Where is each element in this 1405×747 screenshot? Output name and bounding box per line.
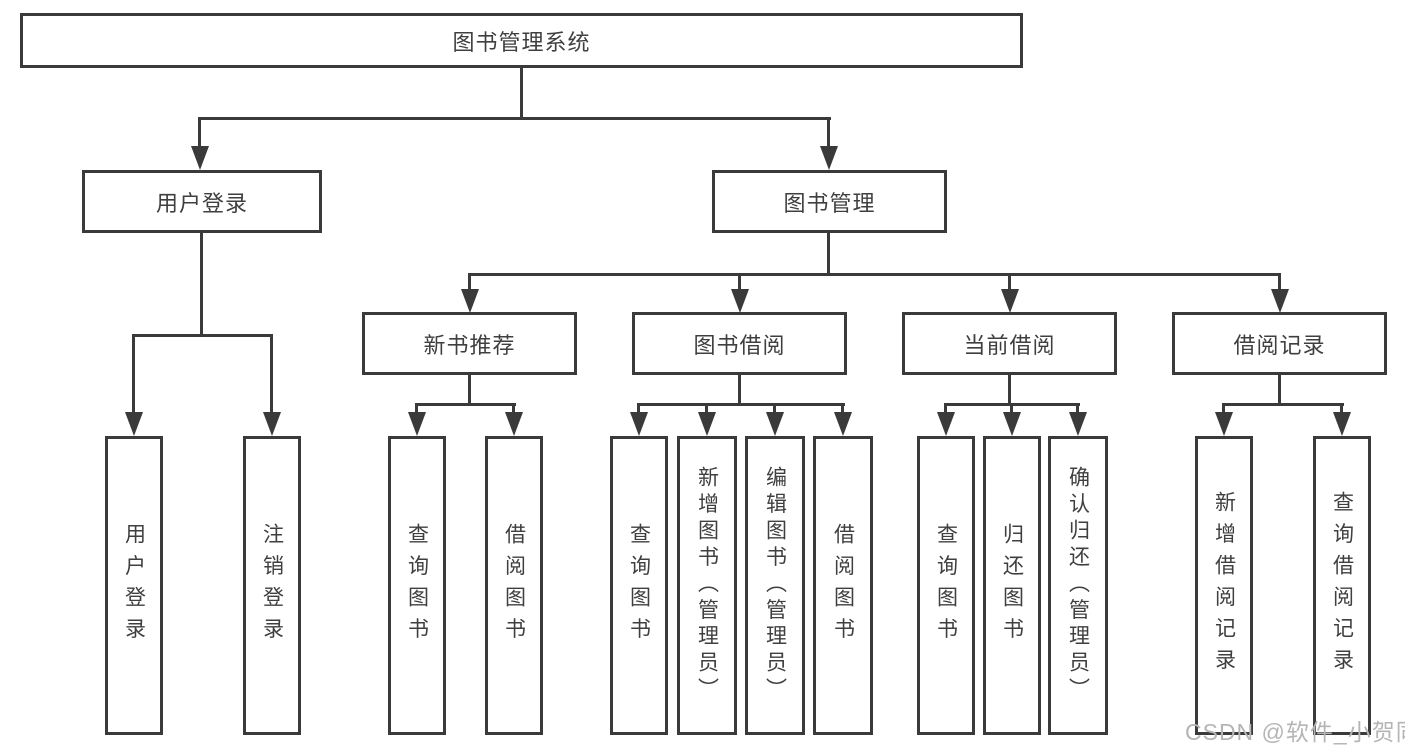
connector-line: [415, 403, 516, 406]
watermark: CSDN @软件_小贺同学: [1185, 719, 1405, 745]
node-current-borrow-label: 当前借阅: [963, 332, 1056, 358]
connector-line: [468, 273, 1281, 276]
leaf-borrow-book-recommend-label: 借阅图书: [502, 522, 526, 649]
leaf-query-borrow-record-label: 查询借阅记录: [1330, 491, 1354, 680]
connector-line: [827, 117, 830, 150]
connector-line: [827, 231, 830, 276]
arrowhead: [1069, 412, 1087, 436]
connector-line: [270, 334, 273, 416]
arrowhead: [937, 412, 955, 436]
leaf-query-book-recommend-label: 查询图书: [405, 522, 429, 649]
leaf-add-borrow-record: 新增借阅记录: [1195, 436, 1253, 735]
node-user-login-label: 用户登录: [155, 190, 248, 216]
connector-line: [468, 273, 471, 293]
node-book-borrow-label: 图书借阅: [693, 332, 786, 358]
leaf-confirm-return-admin: 确认归还（管理员）: [1048, 436, 1108, 735]
node-user-login: 用户登录: [82, 170, 322, 233]
connector-line: [1222, 403, 1344, 406]
arrowhead: [731, 289, 749, 313]
leaf-user-login: 用户登录: [105, 436, 163, 735]
arrowhead: [1215, 412, 1233, 436]
arrowhead: [461, 289, 479, 313]
leaf-borrow-book-recommend: 借阅图书: [485, 436, 543, 735]
leaf-return-book: 归还图书: [983, 436, 1041, 735]
connector-line: [738, 373, 741, 406]
arrowhead: [505, 412, 523, 436]
connector-line: [198, 117, 831, 120]
leaf-edit-book-admin: 编辑图书（管理员）: [745, 436, 805, 735]
arrowhead: [834, 412, 852, 436]
connector-line: [1278, 373, 1281, 406]
leaf-logout: 注销登录: [243, 436, 301, 735]
arrowhead: [1333, 412, 1351, 436]
connector-line: [512, 403, 515, 416]
leaf-logout-label: 注销登录: [260, 522, 284, 649]
leaf-confirm-return-admin-label: 确认归还（管理员）: [1066, 466, 1090, 705]
arrowhead: [1001, 289, 1019, 313]
connector-line: [944, 403, 947, 416]
connector-line: [841, 403, 844, 416]
connector-line: [198, 117, 201, 150]
connector-line: [773, 403, 776, 416]
connector-line: [468, 373, 471, 406]
connector-line: [132, 334, 135, 416]
node-current-borrow: 当前借阅: [902, 312, 1117, 375]
node-new-book-recommend-label: 新书推荐: [423, 332, 516, 358]
arrowhead: [125, 412, 143, 436]
arrowhead: [191, 146, 209, 170]
node-new-book-recommend: 新书推荐: [362, 312, 577, 375]
connector-line: [1222, 403, 1225, 416]
connector-line: [637, 403, 845, 406]
leaf-return-book-label: 归还图书: [1000, 522, 1024, 649]
connector-line: [1008, 273, 1011, 293]
connector-line: [1278, 273, 1281, 293]
connector-line: [1076, 403, 1079, 416]
leaf-query-book-borrow-label: 查询图书: [627, 522, 651, 649]
connector-line: [520, 65, 523, 118]
node-root: 图书管理系统: [20, 13, 1023, 68]
node-book-management: 图书管理: [712, 170, 947, 233]
node-book-borrow: 图书借阅: [632, 312, 847, 375]
leaf-edit-book-admin-label: 编辑图书（管理员）: [763, 466, 787, 705]
connector-line: [705, 403, 708, 416]
arrowhead: [1271, 289, 1289, 313]
leaf-query-book-recommend: 查询图书: [388, 436, 446, 735]
node-borrow-record-label: 借阅记录: [1233, 332, 1326, 358]
arrowhead: [766, 412, 784, 436]
leaf-query-book-current: 查询图书: [917, 436, 975, 735]
connector-line: [1008, 373, 1011, 406]
connector-line: [1340, 403, 1343, 416]
leaf-query-book-current-label: 查询图书: [934, 522, 958, 649]
connector-line: [637, 403, 640, 416]
leaf-add-book-admin: 新增图书（管理员）: [677, 436, 737, 735]
leaf-borrow-book: 借阅图书: [813, 436, 873, 735]
node-borrow-record: 借阅记录: [1172, 312, 1387, 375]
node-book-management-label: 图书管理: [783, 190, 876, 216]
arrowhead: [820, 146, 838, 170]
leaf-query-book-borrow: 查询图书: [610, 436, 668, 735]
connector-line: [738, 273, 741, 293]
connector-line: [200, 231, 203, 337]
connector-line: [132, 334, 273, 337]
node-root-label: 图书管理系统: [452, 29, 591, 55]
leaf-add-borrow-record-label: 新增借阅记录: [1212, 491, 1236, 680]
arrowhead: [408, 412, 426, 436]
connector-line: [415, 403, 418, 416]
connector-line: [1010, 403, 1013, 416]
leaf-add-book-admin-label: 新增图书（管理员）: [695, 466, 719, 705]
leaf-query-borrow-record: 查询借阅记录: [1313, 436, 1371, 735]
arrowhead: [698, 412, 716, 436]
arrowhead: [1003, 412, 1021, 436]
arrowhead: [630, 412, 648, 436]
leaf-user-login-label: 用户登录: [122, 522, 146, 649]
leaf-borrow-book-label: 借阅图书: [831, 522, 855, 649]
arrowhead: [263, 412, 281, 436]
